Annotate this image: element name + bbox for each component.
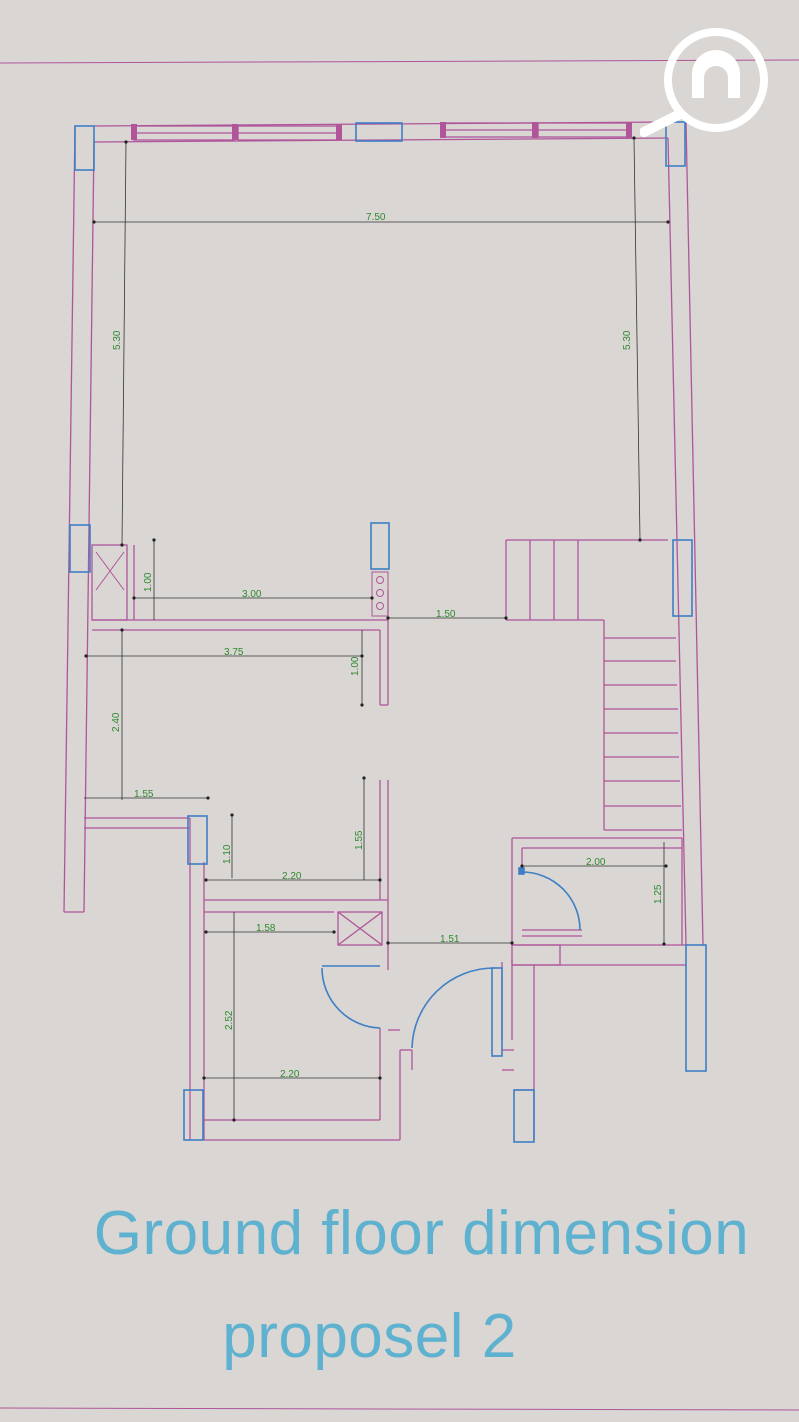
dim-label-1-00-a: 1.00 <box>143 572 154 592</box>
dim-label-5-30-left: 5.30 <box>112 330 123 350</box>
dim-label-2-20-b: 2.20 <box>280 1069 300 1080</box>
dim-label-2-00: 2.00 <box>586 857 606 868</box>
drawing-subtitle: proposel 2 <box>222 1302 517 1371</box>
dim-label-1-51: 1.51 <box>440 934 460 945</box>
house-magnifier-icon <box>640 28 768 137</box>
dim-label-5-30-right: 5.30 <box>622 330 633 350</box>
dim-label-1-55-h: 1.55 <box>134 789 154 800</box>
columns <box>69 121 707 1143</box>
dimension-lines <box>84 137 668 1120</box>
dim-label-2-40: 2.40 <box>111 712 122 732</box>
dim-label-1-55-v: 1.55 <box>354 830 365 850</box>
dim-label-1-00-b: 1.00 <box>350 656 361 676</box>
dim-label-2-52: 2.52 <box>224 1010 235 1030</box>
dimension-labels: 7.50 5.30 5.30 1.00 3.00 1.50 3.75 1.00 … <box>111 212 664 1080</box>
dim-label-1-50: 1.50 <box>436 609 456 620</box>
doors <box>321 867 581 1049</box>
shaft-markers <box>95 551 389 617</box>
dim-label-3-75: 3.75 <box>224 647 244 658</box>
drawing-title: Ground floor dimension <box>93 1199 750 1268</box>
sheet-border <box>0 59 799 1411</box>
dim-label-7-50: 7.50 <box>366 212 386 223</box>
dim-label-1-58: 1.58 <box>256 923 276 934</box>
dimension-ticks <box>84 136 670 1122</box>
top-windows <box>133 122 631 141</box>
dim-label-1-25: 1.25 <box>653 884 664 904</box>
dim-label-2-20-a: 2.20 <box>282 871 302 882</box>
dim-label-1-10: 1.10 <box>222 844 233 864</box>
dim-label-3-00: 3.00 <box>242 589 262 600</box>
window-mullions <box>131 122 632 140</box>
walls <box>63 121 704 1141</box>
stair-treads <box>604 637 681 807</box>
